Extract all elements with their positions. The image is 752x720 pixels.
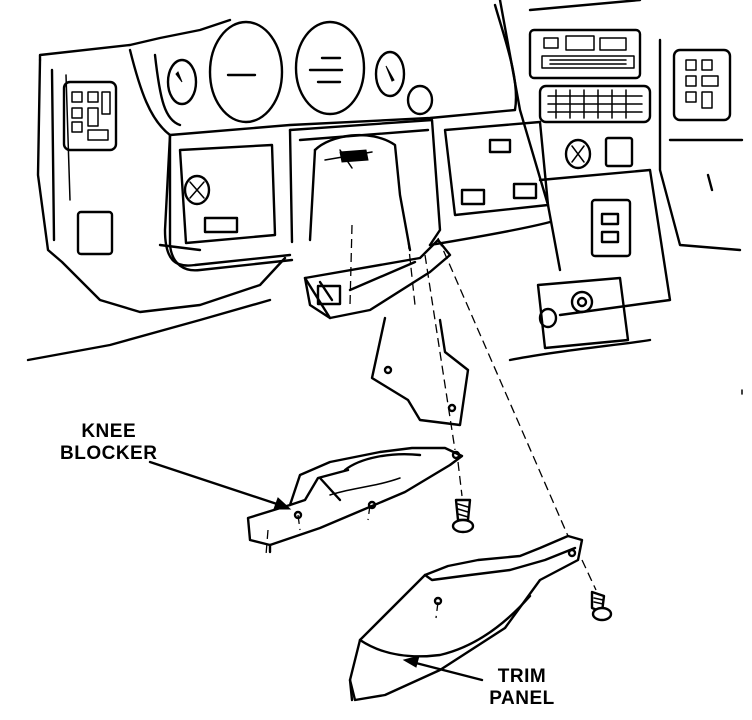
knee-blocker-screw [451, 498, 475, 534]
trim-panel-label-line-1: TRIM [497, 666, 547, 687]
knee-blocker-label: KNEE BLOCKER [60, 421, 157, 465]
alignment-lines [265, 224, 597, 619]
knee-blocker-label-line-1: KNEE [81, 421, 137, 442]
right-dash [658, 38, 744, 252]
trim-panel-label: TRIM PANEL [486, 666, 558, 710]
dashboard-body [26, 18, 287, 362]
trim-panel-screw [590, 590, 613, 622]
trim-panel-label-line-2: PANEL [489, 688, 555, 709]
knee-blocker-label-line-2: BLOCKER [60, 443, 158, 464]
center-console [498, 0, 672, 362]
steering-column-bracket [303, 238, 470, 427]
knee-blocker-arrow [148, 460, 292, 510]
knee-blocker-part [246, 446, 464, 554]
lower-panel [158, 118, 552, 272]
instrument-cluster [128, 3, 518, 267]
trim-panel-arrow [402, 655, 484, 682]
